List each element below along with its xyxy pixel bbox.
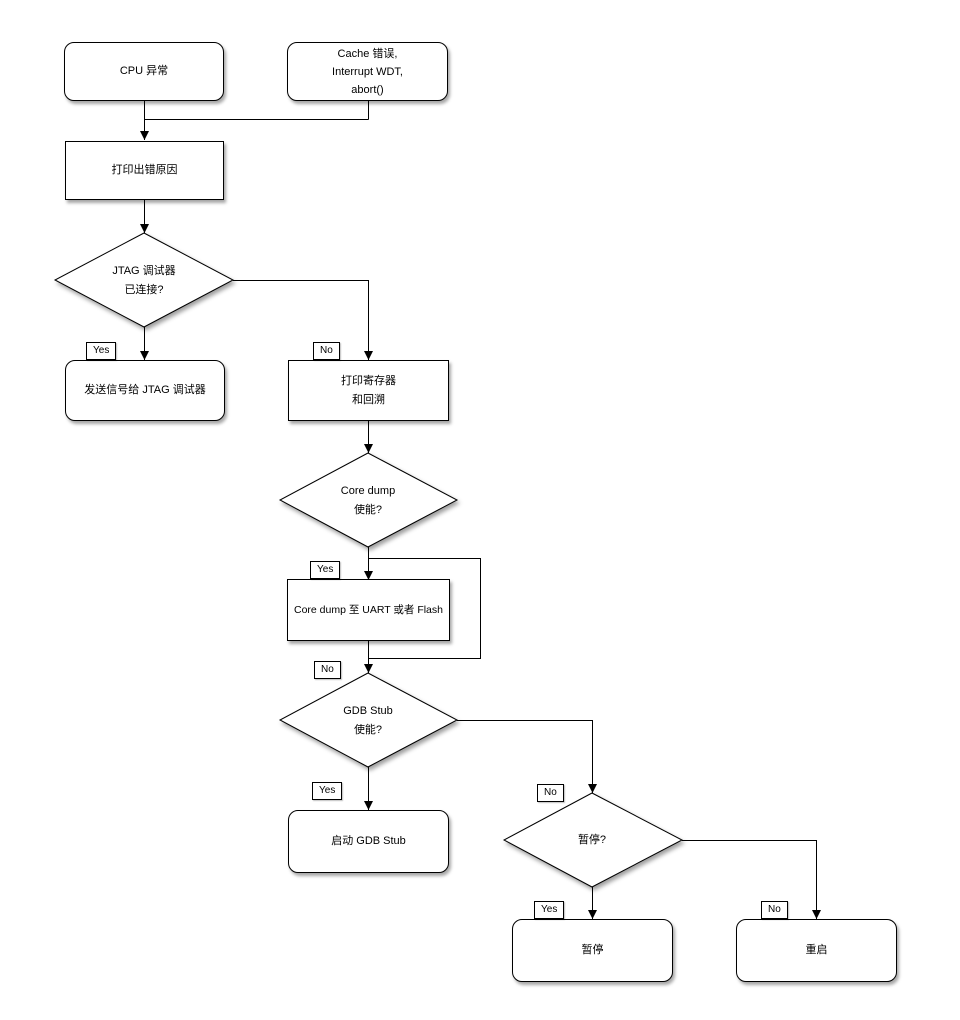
decision-jtag-connected-line1: JTAG 调试器 [112,265,176,277]
edge-label-coredump-no: No [314,661,341,679]
node-core-dump-write-label: Core dump 至 UART 或者 Flash [294,603,443,616]
node-cache-error-line2: Interrupt WDT, [332,65,403,78]
arrowhead [364,444,373,453]
edge-label-coredump-yes: Yes [310,561,341,579]
node-cpu-exception: CPU 异常 [64,42,224,101]
node-print-registers: 打印寄存器 和回溯 [288,360,449,421]
decision-gdb-stub-line1: GDB Stub [343,705,393,717]
edge-gdb-no [457,720,593,793]
edge-label-jtag-no: No [313,342,340,360]
node-send-signal-jtag-label: 发送信号给 JTAG 调试器 [84,384,206,396]
arrowhead [364,664,373,673]
node-start-gdb-stub-label: 启动 GDB Stub [331,835,406,847]
arrowhead [364,351,373,360]
node-cache-error-line3: abort() [351,83,384,96]
decision-core-dump-line1: Core dump [340,485,396,497]
node-halt: 暂停 [512,919,673,982]
arrowhead [588,784,597,793]
arrowhead [140,224,149,233]
arrowhead [140,131,149,140]
decision-gdb-stub-enabled-shape [278,672,459,768]
node-print-registers-line2: 和回溯 [352,393,385,406]
decision-halt-line1: 暂停? [577,834,607,846]
arrowhead [364,571,373,580]
node-print-error-reason: 打印出错原因 [65,141,224,200]
arrowhead [364,801,373,810]
node-cache-error-line1: Cache 错误, [337,47,398,60]
node-cpu-exception-label: CPU 异常 [119,65,169,77]
node-cache-error: Cache 错误, Interrupt WDT, abort() [287,42,448,101]
decision-gdb-stub-enabled-label: GDB Stub 使能? [298,702,438,740]
decision-core-dump-enabled-shape [278,452,459,548]
node-halt-label: 暂停 [581,944,604,956]
edge-halt-no [682,840,817,919]
node-reboot-label: 重启 [805,944,828,956]
node-start-gdb-stub: 启动 GDB Stub [288,810,449,873]
decision-jtag-connected-label: JTAG 调试器 已连接? [74,262,214,300]
decision-jtag-connected-line2: 已连接? [124,284,164,296]
decision-halt-shape [502,792,684,888]
edge-coredump-no-bypass [368,558,481,659]
arrowhead [140,351,149,360]
decision-halt-label: 暂停? [522,831,662,850]
node-core-dump-write: Core dump 至 UART 或者 Flash [287,579,450,641]
edge-label-halt-yes: Yes [534,901,565,919]
node-reboot: 重启 [736,919,897,982]
edge-label-gdb-yes: Yes [312,782,343,800]
node-send-signal-jtag: 发送信号给 JTAG 调试器 [65,360,225,421]
edge-label-jtag-yes: Yes [86,342,117,360]
decision-jtag-connected-shape [53,232,235,328]
decision-core-dump-line2: 使能? [353,504,383,516]
node-print-registers-line1: 打印寄存器 [341,374,396,387]
decision-gdb-stub-line2: 使能? [353,724,383,736]
edge-jtag-no [233,280,369,360]
edge-label-halt-no: No [761,901,788,919]
node-print-error-reason-label: 打印出错原因 [111,164,178,176]
arrowhead [588,910,597,919]
edge-label-gdb-no: No [537,784,564,802]
arrowhead [812,910,821,919]
decision-core-dump-enabled-label: Core dump 使能? [298,482,438,520]
